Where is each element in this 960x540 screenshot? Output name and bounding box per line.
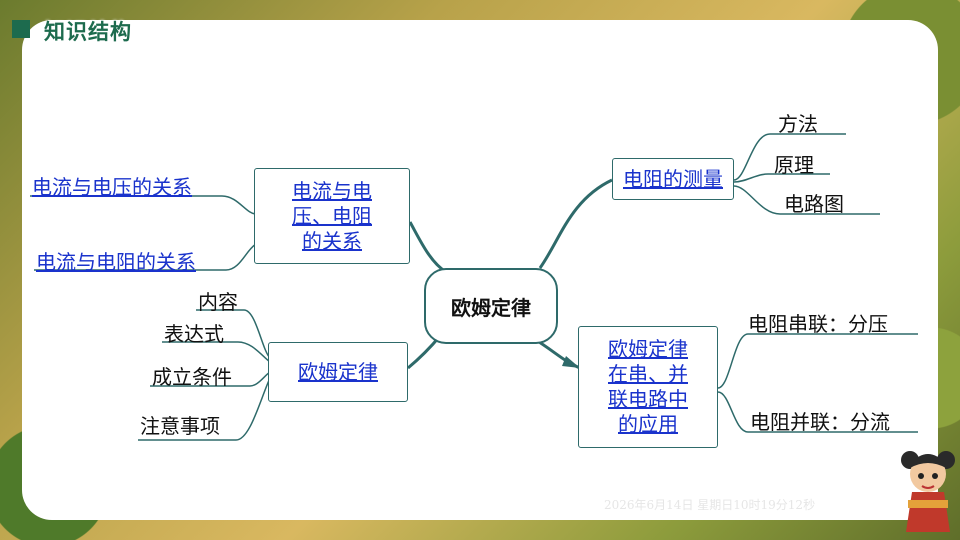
leaf-expression: 表达式	[164, 322, 224, 346]
center-node: 欧姆定律	[424, 268, 558, 344]
connector-leaf-rb1	[717, 333, 918, 389]
leaf-method: 方法	[778, 112, 818, 136]
leaf-current-voltage[interactable]: 电流与电压的关系	[32, 175, 192, 199]
node-line-2: 压、电阻	[292, 203, 372, 228]
node-ohms-law-label: 欧姆定律	[298, 359, 378, 384]
leaf-parallel-divide-current: 电阻并联：分流	[750, 410, 890, 434]
leaf-principle: 原理	[774, 153, 814, 177]
node-line-4: 的应用	[618, 412, 678, 436]
connector-leaf-rt1	[733, 133, 846, 181]
datetime-stamp: 2026年6月14日 星期日10时19分12秒	[604, 498, 816, 512]
header-marker-icon	[12, 20, 30, 38]
node-resistance-measurement[interactable]: 电阻的测量	[612, 158, 734, 200]
center-label: 欧姆定律	[451, 295, 531, 320]
node-line-1: 电流与电	[292, 178, 372, 203]
node-ohms-law[interactable]: 欧姆定律	[268, 342, 408, 402]
connector-leaf-lt2	[34, 243, 257, 271]
node-series-parallel-application[interactable]: 欧姆定律 在串、并 联电路中 的应用	[578, 326, 718, 448]
page-title: 知识结构	[44, 20, 132, 44]
connector-leaf-lb2	[162, 341, 271, 363]
arrow-right-bottom	[562, 356, 580, 368]
connector-leaf-rt2	[733, 173, 830, 183]
node-resistance-measurement-label: 电阻的测量	[623, 166, 723, 191]
connector-leaf-lb1	[196, 309, 271, 359]
node-line-1: 欧姆定律	[608, 337, 688, 361]
node-line-3: 的关系	[302, 228, 362, 253]
connector-center-left-top	[408, 221, 447, 274]
connector-leaf-rt3	[733, 185, 880, 215]
leaf-current-resistance[interactable]: 电流与电阻的关系	[36, 250, 196, 274]
connector-center-right-top	[538, 178, 613, 269]
connector-leaf-lb4	[138, 377, 271, 441]
leaf-content: 内容	[198, 290, 238, 314]
connector-leaf-lt1	[30, 195, 257, 215]
leaf-series-divide-voltage: 电阻串联：分压	[748, 312, 888, 336]
header: 知识结构	[0, 8, 960, 44]
node-line-2: 在串、并	[608, 362, 688, 386]
cartoon-character-icon	[901, 451, 955, 532]
leaf-conditions: 成立条件	[152, 365, 232, 389]
leaf-circuit-diagram: 电路图	[784, 192, 844, 216]
connector-leaf-rb2	[717, 391, 918, 433]
node-current-voltage-resistance[interactable]: 电流与电 压、电阻 的关系	[254, 168, 410, 264]
node-line-3: 联电路中	[608, 387, 688, 411]
leaf-notes: 注意事项	[140, 414, 220, 438]
